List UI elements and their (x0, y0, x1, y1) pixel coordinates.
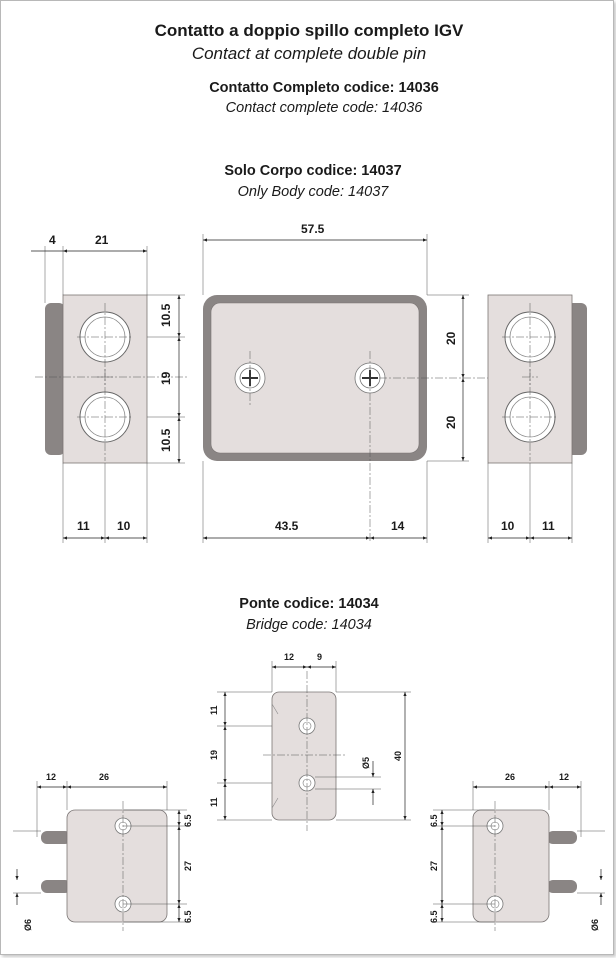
dim-10-right: 10 (501, 519, 515, 533)
dim-20-bottom: 20 (444, 415, 458, 429)
bridge-right-pin-bottom (547, 880, 577, 893)
bridge-right-view: 26 12 6.5 27 6.5 Ø6 (429, 772, 605, 931)
dim-43-5: 43.5 (275, 519, 299, 533)
dim-19: 19 (159, 371, 173, 385)
bridge-center-view: 12 9 11 19 11 Ø5 40 (209, 652, 411, 831)
bridge-left-plate (66, 809, 168, 923)
bridge-left-dim-6-5-bottom: 6.5 (183, 910, 193, 923)
bridge-left-dim-27: 27 (183, 861, 193, 871)
bridge-dim-phi5: Ø5 (361, 757, 371, 769)
dim-10-5-bottom: 10.5 (159, 428, 173, 452)
bridge-left-pin-top (41, 831, 71, 844)
left-view-cap (45, 303, 65, 455)
dim-11-right: 11 (542, 519, 555, 533)
body-code-subtitle: Only Body code: 14037 (237, 184, 389, 200)
bridge-dim-40: 40 (393, 751, 403, 761)
bridge-left-view: 12 26 6.5 27 6.5 Ø6 (13, 772, 193, 931)
bridge-dim-12: 12 (284, 652, 294, 662)
bridge-dim-11-top: 11 (209, 705, 219, 715)
bridge-right-dim-27: 27 (429, 861, 439, 871)
bridge-dim-9: 9 (317, 652, 322, 662)
bridge-left-dim-phi6: Ø6 (23, 919, 33, 931)
dim-57-5: 57.5 (301, 222, 325, 236)
bridge-dim-19: 19 (209, 750, 219, 760)
dim-4: 4 (49, 233, 56, 247)
bridge-right-dim-6-5-bottom: 6.5 (429, 910, 439, 923)
front-view: 57.5 20 20 43.5 14 (202, 222, 501, 543)
bridge-right-dim-26: 26 (505, 772, 515, 782)
main-title: Contatto a doppio spillo completo IGV (154, 21, 464, 40)
main-subtitle: Contact at complete double pin (191, 44, 427, 63)
bridge-right-pin-top (547, 831, 577, 844)
bridge-code-subtitle: Bridge code: 14034 (246, 617, 372, 633)
right-side-view: 10 11 (487, 294, 587, 543)
body-code-title: Solo Corpo codice: 14037 (224, 163, 402, 179)
dim-11-left: 11 (77, 519, 90, 533)
bridge-right-dim-12: 12 (559, 772, 569, 782)
complete-code-subtitle: Contact complete code: 14036 (225, 100, 423, 116)
bridge-left-pin-bottom (41, 880, 71, 893)
bridge-left-dim-6-5-top: 6.5 (183, 814, 193, 827)
bridge-left-dim-26: 26 (99, 772, 109, 782)
dim-21: 21 (95, 233, 109, 247)
dim-10-left: 10 (117, 519, 131, 533)
bridge-right-plate (472, 809, 550, 923)
bridge-right-dim-phi6: Ø6 (590, 919, 600, 931)
bridge-plate (271, 691, 337, 821)
bridge-right-dim-6-5-top: 6.5 (429, 814, 439, 827)
bridge-dim-11-bottom: 11 (209, 797, 219, 807)
dim-14: 14 (391, 519, 405, 533)
dim-20-top: 20 (444, 331, 458, 345)
bridge-left-dim-12: 12 (46, 772, 56, 782)
left-side-view: 4 21 10.5 19 10.5 11 10 (31, 233, 187, 543)
dim-10-5-top: 10.5 (159, 303, 173, 327)
complete-code-title: Contatto Completo codice: 14036 (209, 80, 439, 96)
bridge-code-title: Ponte codice: 14034 (239, 596, 379, 612)
